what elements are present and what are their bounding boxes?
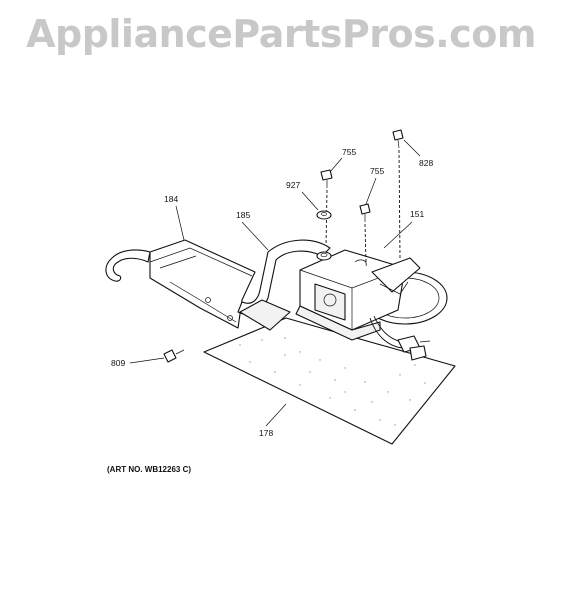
- washer-927: [316, 210, 332, 220]
- screw-755-left: [320, 169, 333, 247]
- callout-809: 809: [111, 358, 125, 368]
- callout-828: 828: [419, 158, 433, 168]
- callout-755-right: 755: [370, 166, 384, 176]
- wire-harness: [369, 315, 431, 361]
- screw-809: [163, 349, 185, 363]
- part-185-arm: [237, 239, 331, 331]
- callout-184: 184: [164, 194, 178, 204]
- callout-927: 927: [286, 180, 300, 190]
- callout-178: 178: [259, 428, 273, 438]
- part-178-pad: [203, 317, 456, 445]
- part-151-motor-assembly: [295, 249, 448, 341]
- screw-755-right: [359, 203, 371, 263]
- callout-755-left: 755: [342, 147, 356, 157]
- art-number: (ART NO. WB12263 C): [107, 465, 191, 474]
- callout-185: 185: [236, 210, 250, 220]
- callout-151: 151: [410, 209, 424, 219]
- watermark-logo: AppliancePartsPros.com: [26, 12, 536, 56]
- part-184-hook-bracket: [105, 239, 256, 329]
- leader-lines: [129, 139, 421, 427]
- screw-828: [392, 129, 404, 259]
